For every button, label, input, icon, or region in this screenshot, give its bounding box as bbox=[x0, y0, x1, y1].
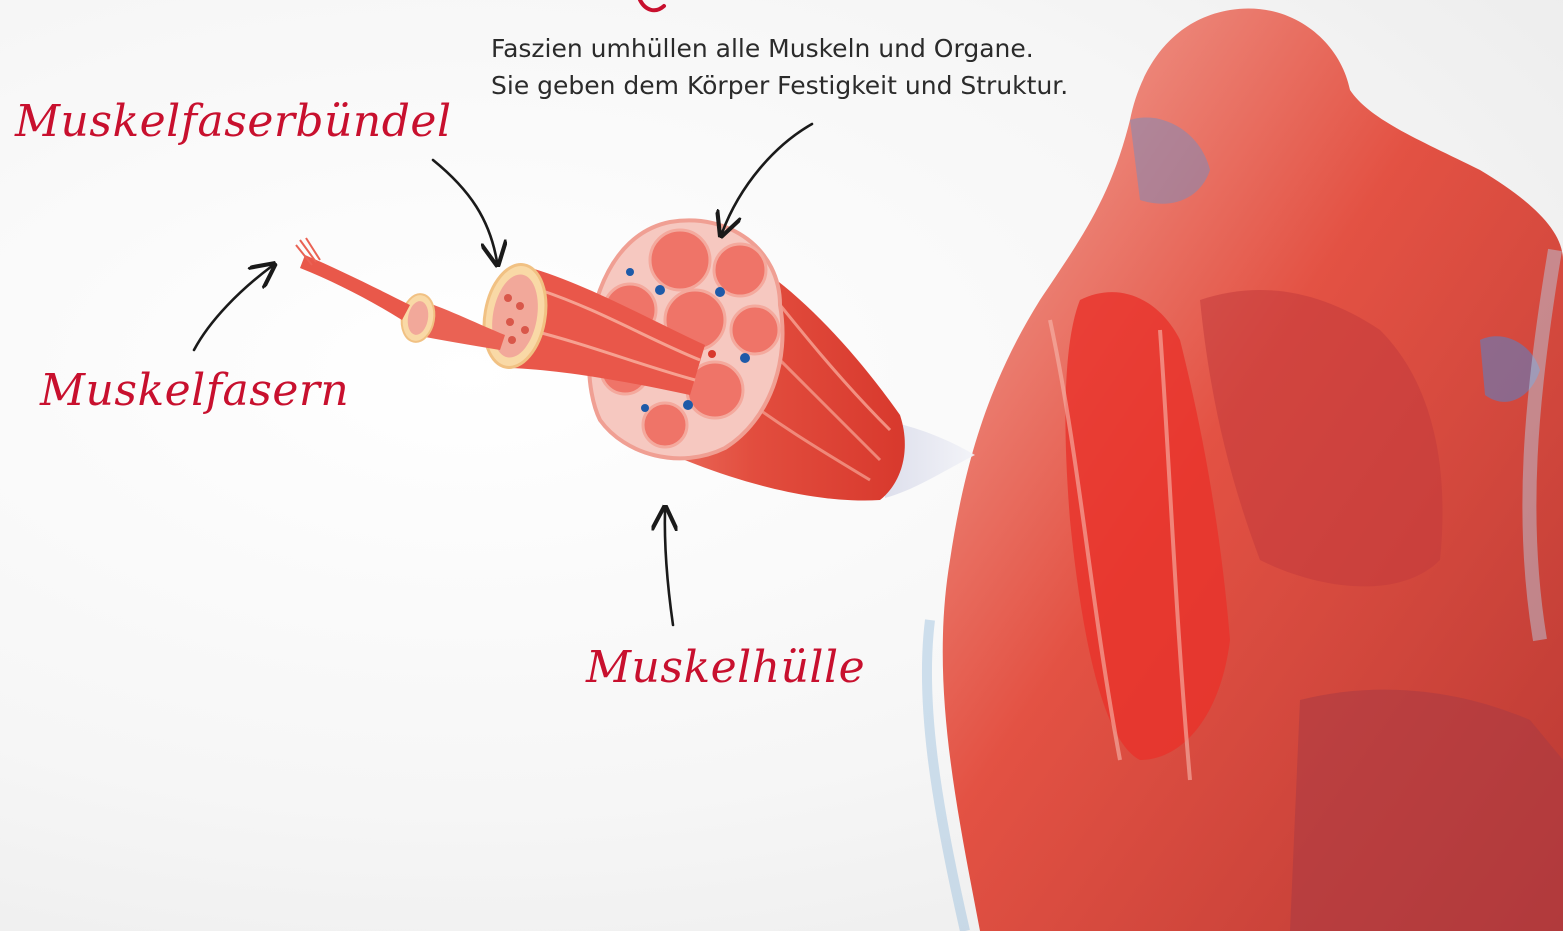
muscle-sheath-label: Muskelhülle bbox=[586, 642, 865, 693]
fascicle bbox=[731, 306, 779, 354]
blood-vessel bbox=[626, 268, 634, 276]
blood-vessel bbox=[683, 400, 693, 410]
blood-vessel bbox=[708, 350, 716, 358]
fascicle bbox=[643, 403, 687, 447]
arrow-to-sheath bbox=[665, 510, 673, 625]
caption-line-1: Faszien umhüllen alle Muskeln und Organe… bbox=[491, 30, 1151, 67]
blood-vessel bbox=[715, 287, 725, 297]
fascia-description: Faszien umhüllen alle Muskeln und Organe… bbox=[491, 30, 1151, 104]
arrow-to-fascia bbox=[722, 124, 812, 233]
muscle-fibers-label: Muskelfasern bbox=[40, 365, 349, 416]
blood-vessel bbox=[641, 404, 649, 412]
caption-line-2: Sie geben dem Körper Festigkeit und Stru… bbox=[491, 67, 1151, 104]
arrow-to-fiber-bundle bbox=[433, 160, 497, 262]
muscle-fiber-bundle-label: Muskelfaserbündel bbox=[15, 96, 452, 147]
arrow-to-fibers bbox=[194, 266, 272, 350]
human-body-back bbox=[927, 8, 1563, 931]
fascicle bbox=[650, 230, 710, 290]
top-label-fragment bbox=[640, 0, 664, 10]
blood-vessel bbox=[740, 353, 750, 363]
muscle-fiber-illustration bbox=[296, 238, 505, 350]
blood-vessel bbox=[655, 285, 665, 295]
